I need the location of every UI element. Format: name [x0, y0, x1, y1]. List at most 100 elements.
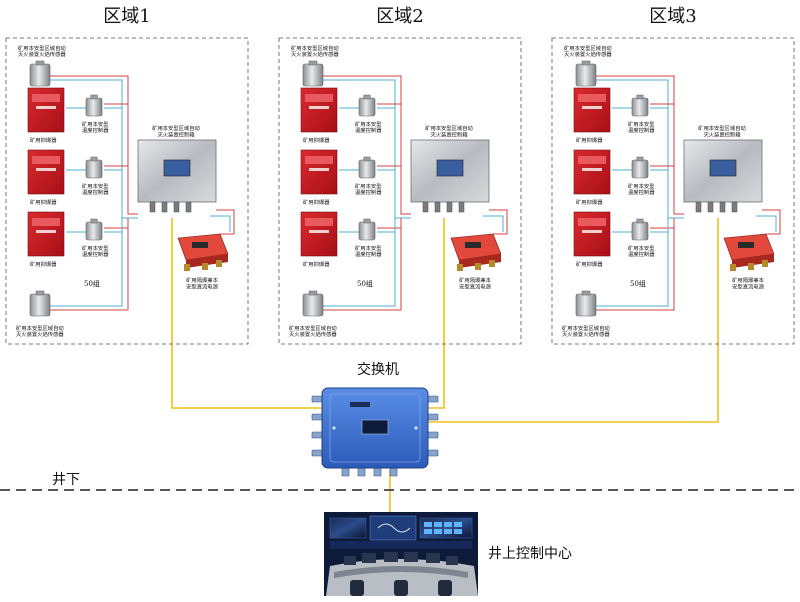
- zone-title: 区域2: [376, 6, 423, 27]
- zone-title: 区域3: [649, 6, 696, 27]
- flame-sensor-bottom-label-line: 灭火装置火焰传感器: [562, 330, 610, 338]
- suppressor-label: 矿用抑爆器: [303, 136, 330, 144]
- flame-sensor-top-label-line: 矿用本安型区域自动: [291, 44, 339, 52]
- dc-power-supply: [177, 233, 229, 271]
- explosion-suppressor: [573, 87, 611, 133]
- power-supply-label-line: 安型直流电源: [732, 282, 764, 290]
- network-switch: [311, 387, 439, 477]
- temperature-controller: [358, 156, 376, 179]
- power-supply-label-line: 矿用隔爆兼本: [459, 276, 491, 284]
- group-count-label: 50组: [630, 279, 646, 288]
- controller-box: [410, 139, 490, 213]
- temperature-controller-label-line: 矿用本安型: [82, 182, 109, 190]
- flame-sensor-bottom-label-line: 灭火装置火焰传感器: [289, 330, 337, 338]
- zone-border: [551, 37, 795, 345]
- suppressor-label: 矿用抑爆器: [576, 136, 603, 144]
- dc-power-supply: [723, 233, 775, 271]
- temperature-controller-label-line: 温度控制器: [628, 250, 655, 258]
- temperature-controller-label-line: 温度控制器: [82, 250, 109, 258]
- control-center-photo: [324, 512, 478, 596]
- temperature-controller-label-line: 温度控制器: [628, 188, 655, 196]
- controller-box: [683, 139, 763, 213]
- flame-sensor-top-label-line: 灭火装置火焰传感器: [291, 50, 339, 58]
- control-center-label: 井上控制中心: [488, 546, 572, 562]
- controller-box-label-line: 矿用本安型区域自动: [698, 124, 746, 132]
- flame-sensor-bottom-label-line: 灭火装置火焰传感器: [16, 330, 64, 338]
- temperature-controller-label-line: 矿用本安型: [82, 120, 109, 128]
- temperature-controller-label-line: 矿用本安型: [355, 244, 382, 252]
- controller-box: [137, 139, 217, 213]
- explosion-suppressor: [300, 211, 338, 257]
- suppressor-label: 矿用抑爆器: [303, 260, 330, 268]
- zone-border: [5, 37, 249, 345]
- zone-border: [278, 37, 522, 345]
- explosion-suppressor: [27, 149, 65, 195]
- suppressor-label: 矿用抑爆器: [576, 198, 603, 206]
- power-supply-label-line: 安型直流电源: [459, 282, 491, 290]
- explosion-suppressor: [573, 149, 611, 195]
- temperature-controller-label-line: 矿用本安型: [628, 244, 655, 252]
- zone-2: 矿用本安型区域自动灭火装置火焰传感器矿用抑爆器矿用本安型温度控制器矿用抑爆器矿用…: [278, 37, 522, 345]
- temperature-controller: [631, 156, 649, 179]
- flame-sensor-top: [29, 60, 51, 87]
- zones-layer: 矿用本安型区域自动灭火装置火焰传感器矿用抑爆器矿用本安型温度控制器矿用抑爆器矿用…: [5, 6, 795, 345]
- temperature-controller: [358, 218, 376, 241]
- flame-sensor-top-label-line: 矿用本安型区域自动: [564, 44, 612, 52]
- temperature-controller-label-line: 矿用本安型: [82, 244, 109, 252]
- flame-sensor-bottom-label-line: 矿用本安型区域自动: [562, 324, 610, 332]
- network-wires: [171, 218, 719, 512]
- explosion-suppressor: [27, 211, 65, 257]
- temperature-controller-label-line: 温度控制器: [628, 126, 655, 134]
- flame-sensor-bottom-label-line: 矿用本安型区域自动: [289, 324, 337, 332]
- dc-power-supply: [450, 233, 502, 271]
- flame-sensor-top: [575, 60, 597, 87]
- temperature-controller: [85, 156, 103, 179]
- flame-sensor-bottom: [575, 290, 597, 317]
- suppressor-label: 矿用抑爆器: [30, 260, 57, 268]
- zone-1: 矿用本安型区域自动灭火装置火焰传感器矿用抑爆器矿用本安型温度控制器矿用抑爆器矿用…: [5, 37, 249, 345]
- controller-box-label-line: 矿用本安型区域自动: [152, 124, 200, 132]
- flame-sensor-top-label-line: 灭火装置火焰传感器: [18, 50, 66, 58]
- controller-box-label-line: 矿用本安型区域自动: [425, 124, 473, 132]
- temperature-controller-label-line: 温度控制器: [355, 126, 382, 134]
- group-count-label: 50组: [84, 279, 100, 288]
- suppressor-label: 矿用抑爆器: [576, 260, 603, 268]
- power-supply-label-line: 矿用隔爆兼本: [186, 276, 218, 284]
- explosion-suppressor: [27, 87, 65, 133]
- controller-box-label-line: 灭火装置控制箱: [703, 130, 741, 138]
- power-supply-label-line: 安型直流电源: [186, 282, 218, 290]
- controller-box-label-line: 灭火装置控制箱: [430, 130, 468, 138]
- suppressor-label: 矿用抑爆器: [303, 198, 330, 206]
- temperature-controller-label-line: 矿用本安型: [355, 182, 382, 190]
- temperature-controller-label-line: 矿用本安型: [355, 120, 382, 128]
- suppressor-label: 矿用抑爆器: [30, 198, 57, 206]
- flame-sensor-top-label-line: 矿用本安型区域自动: [18, 44, 66, 52]
- temperature-controller: [358, 94, 376, 117]
- flame-sensor-bottom-label-line: 矿用本安型区域自动: [16, 324, 64, 332]
- flame-sensor-top: [302, 60, 324, 87]
- temperature-controller: [631, 218, 649, 241]
- zone-title: 区域1: [103, 6, 150, 27]
- temperature-controller-label-line: 温度控制器: [82, 126, 109, 134]
